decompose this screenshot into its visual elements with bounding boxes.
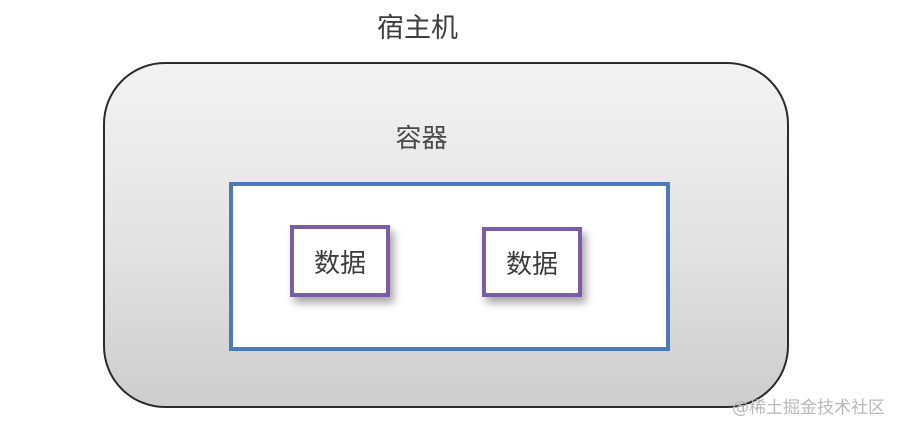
container-label: 容器 [395,124,448,154]
data-label-1: 数据 [313,248,366,279]
data-label-2: 数据 [505,249,558,280]
data-box-1: 数据 [290,225,390,297]
data-box-2: 数据 [482,227,582,297]
watermark: @稀土掘金技术社区 [732,398,885,418]
host-label: 宿主机 [377,13,458,44]
